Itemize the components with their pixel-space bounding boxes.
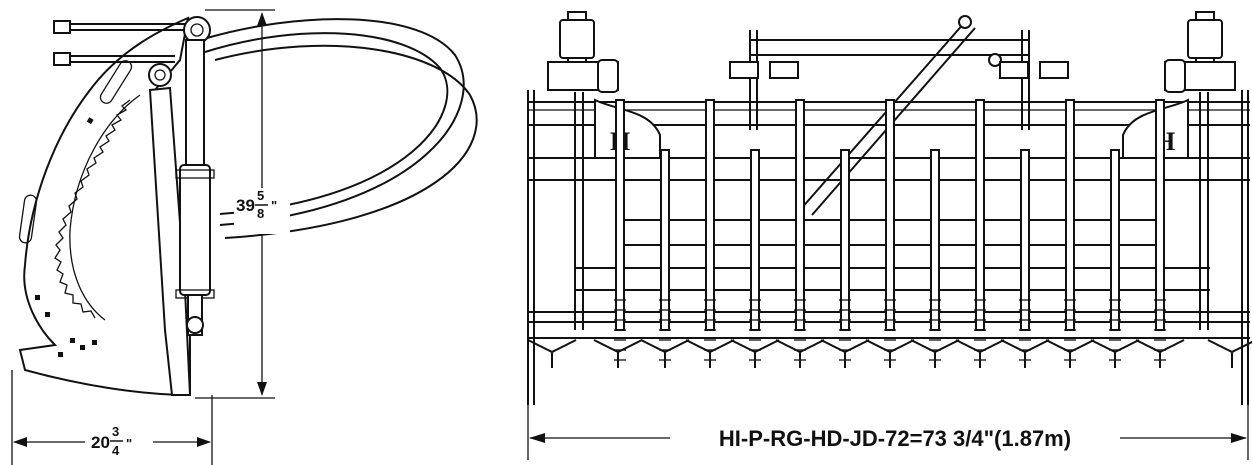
bottom-tooth bbox=[955, 339, 1005, 368]
bottom-tooth bbox=[593, 339, 643, 368]
height-dimension-whole: 39 bbox=[236, 196, 255, 215]
bottom-tooth bbox=[640, 339, 690, 368]
bottom-tooth bbox=[865, 339, 915, 368]
tine bbox=[750, 149, 760, 331]
pivot-pin-center bbox=[154, 69, 166, 81]
hose-fitting bbox=[53, 52, 71, 66]
bottom-tooth bbox=[820, 339, 870, 368]
bottom-teeth bbox=[527, 339, 1252, 368]
bottom-tooth bbox=[1090, 339, 1140, 368]
back-plate bbox=[148, 86, 192, 396]
tines bbox=[614, 99, 1166, 361]
tine bbox=[795, 99, 805, 331]
bottom-tooth bbox=[730, 339, 780, 368]
bottom-tooth bbox=[1135, 339, 1185, 368]
height-dimension bbox=[195, 9, 290, 399]
tine bbox=[1065, 99, 1075, 331]
pivot-pin bbox=[148, 63, 172, 87]
width-dimension-label: HI-P-RG-HD-JD-72=73 3/4"(1.87m) bbox=[719, 426, 1071, 451]
depth-dimension-numerator: 3 bbox=[112, 424, 119, 439]
left-mount-bracket bbox=[547, 11, 661, 330]
side-view bbox=[11, 9, 478, 465]
bolts bbox=[729, 61, 1069, 79]
depth-dimension-denominator: 4 bbox=[112, 443, 120, 458]
grapple-jaw-inner bbox=[69, 94, 141, 321]
height-dimension-denominator: 8 bbox=[257, 206, 264, 221]
tine bbox=[930, 149, 940, 331]
front-view: H H bbox=[527, 11, 1252, 460]
hydraulic-hoses bbox=[53, 18, 478, 239]
bottom-tooth bbox=[685, 339, 735, 368]
rivets bbox=[35, 117, 97, 357]
bottom-tooth bbox=[910, 339, 960, 368]
tine bbox=[705, 99, 715, 331]
bottom-tooth bbox=[1000, 339, 1050, 368]
top-pivot-pin-center bbox=[190, 23, 204, 37]
bottom-tooth bbox=[1045, 339, 1095, 368]
hydraulic-cylinder bbox=[175, 39, 215, 336]
tine bbox=[1155, 99, 1165, 331]
right-mount-bracket bbox=[1122, 11, 1236, 330]
depth-dimension-whole: 20 bbox=[91, 433, 110, 452]
serrated-teeth bbox=[54, 99, 131, 319]
height-dimension-numerator: 5 bbox=[257, 188, 264, 203]
bottom-tooth bbox=[527, 339, 577, 368]
hose-fitting bbox=[53, 20, 71, 34]
tine bbox=[660, 149, 670, 331]
depth-dimension-unit: " bbox=[126, 436, 132, 451]
width-dimension bbox=[527, 405, 1249, 460]
tine bbox=[975, 99, 985, 331]
grapple-jaw-outline bbox=[18, 16, 191, 397]
tine bbox=[1110, 149, 1120, 331]
height-dimension-unit: " bbox=[271, 198, 277, 213]
slot-opening bbox=[99, 60, 133, 104]
slot-opening bbox=[18, 194, 38, 244]
tine bbox=[840, 149, 850, 331]
bottom-tooth bbox=[1207, 339, 1252, 368]
tine bbox=[885, 99, 895, 331]
tine bbox=[615, 99, 625, 331]
tine bbox=[1020, 149, 1030, 331]
bottom-tooth bbox=[775, 339, 825, 368]
depth-dimension bbox=[11, 370, 213, 465]
